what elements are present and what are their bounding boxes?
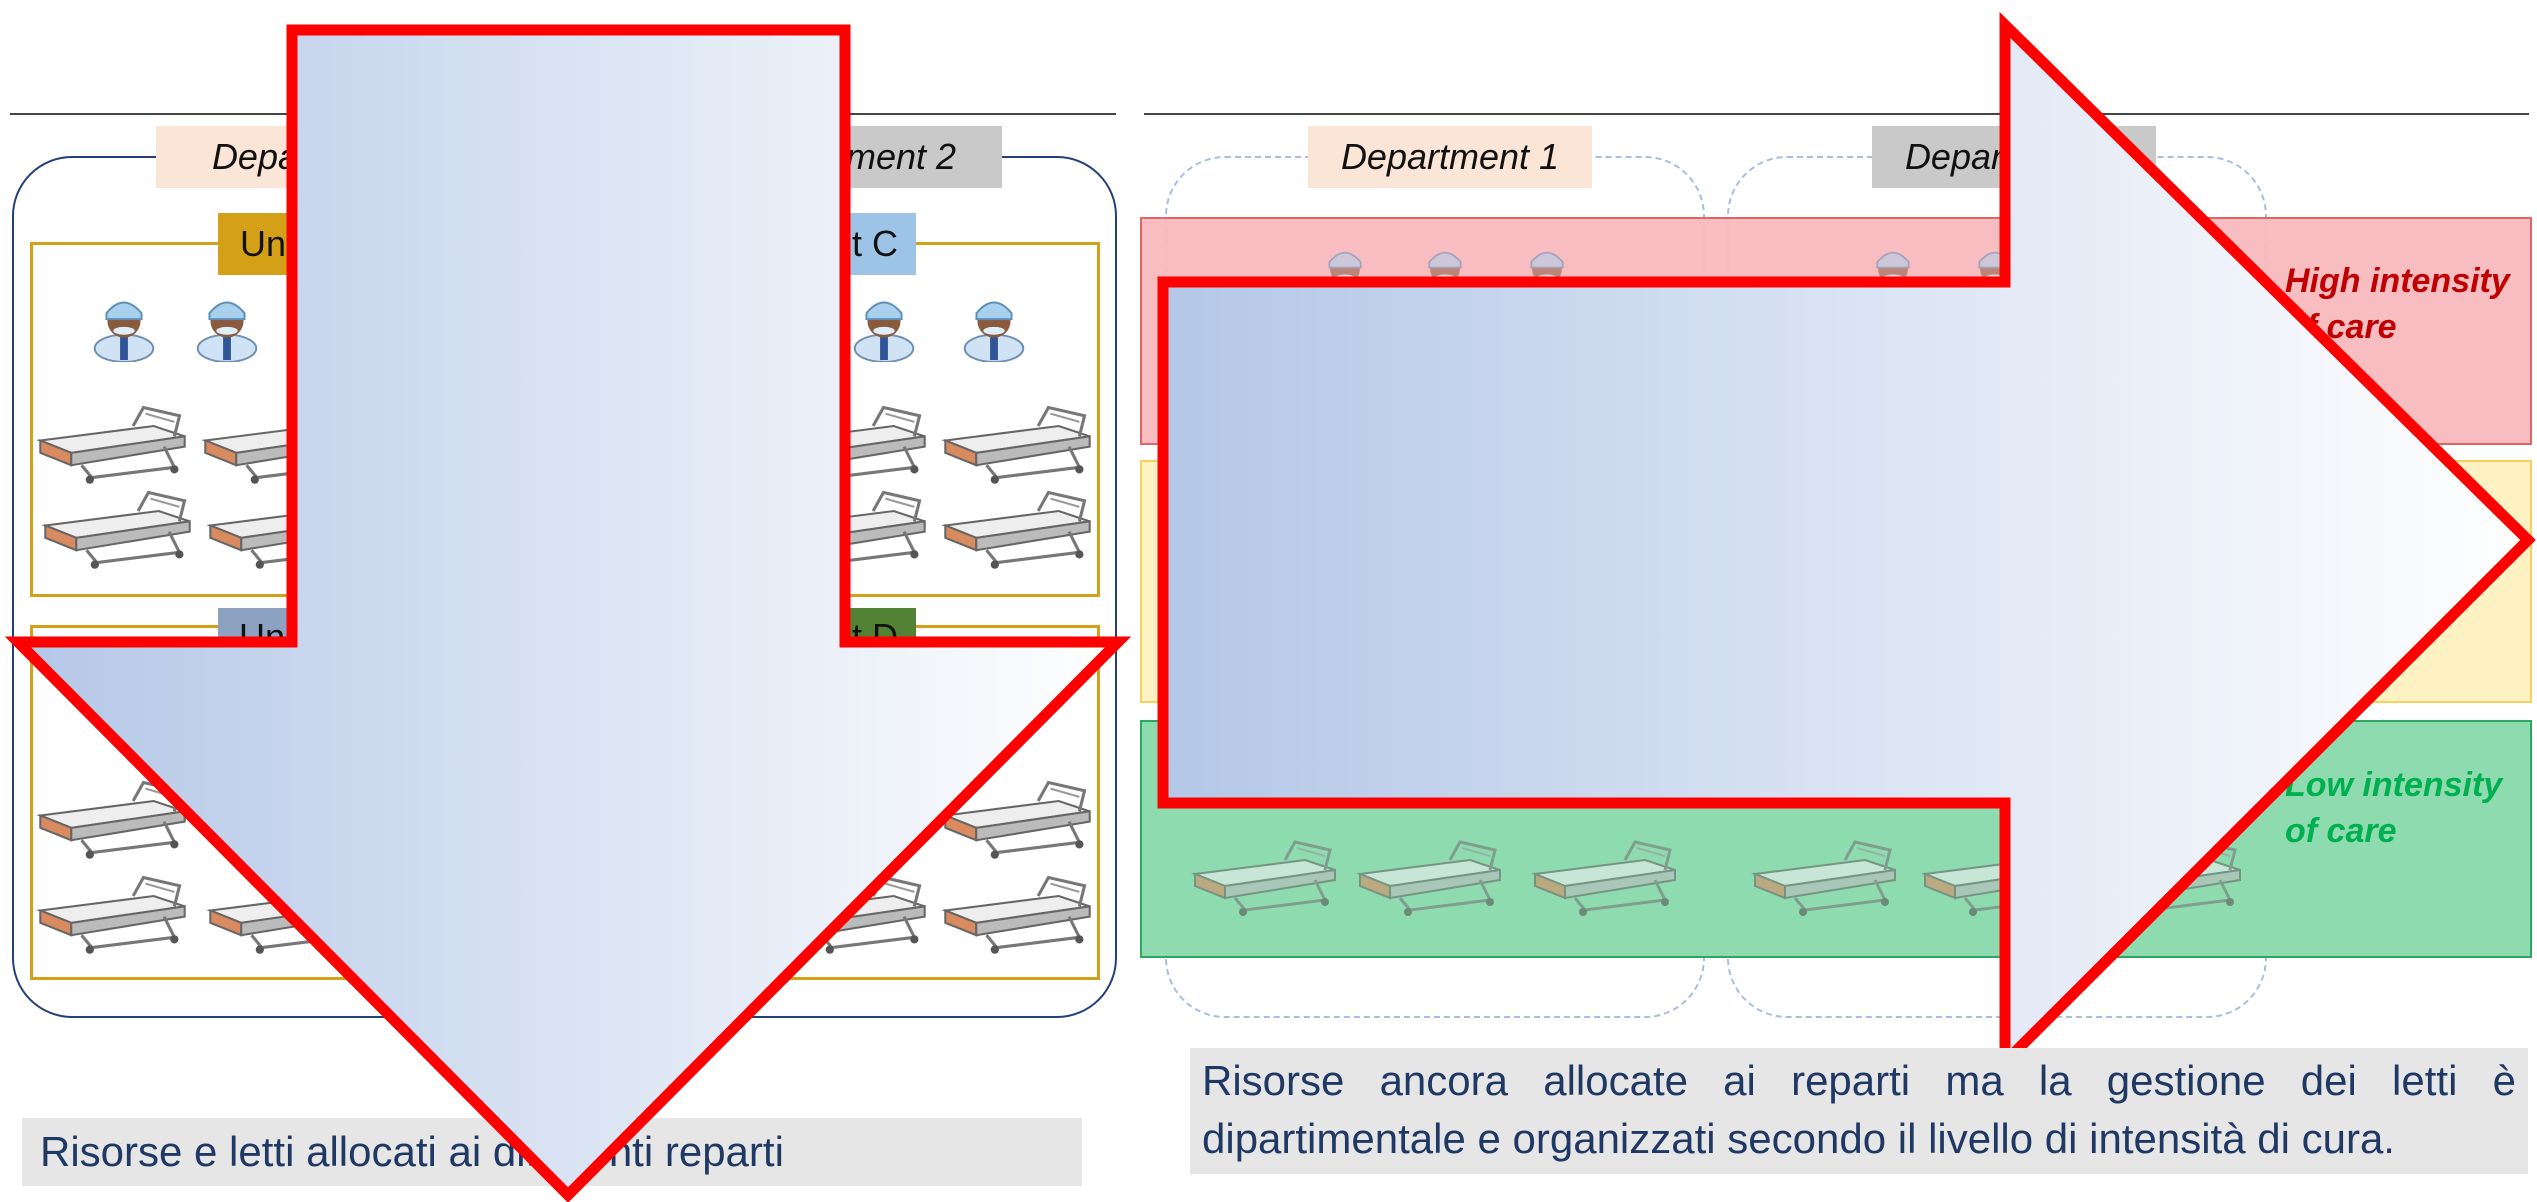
low-intensity-label: Low intensity of care [2285, 766, 2503, 850]
high-intensity-label: High intensity of care [2285, 262, 2510, 346]
divider-right [1144, 113, 2529, 115]
right-dept1-label: Department 1 [1308, 126, 1592, 188]
right-caption: Risorse ancora allocate ai reparti ma la… [1190, 1048, 2528, 1174]
arrow-down-icon [4, 24, 1132, 1202]
arrow-right-icon [1157, 11, 2536, 1076]
